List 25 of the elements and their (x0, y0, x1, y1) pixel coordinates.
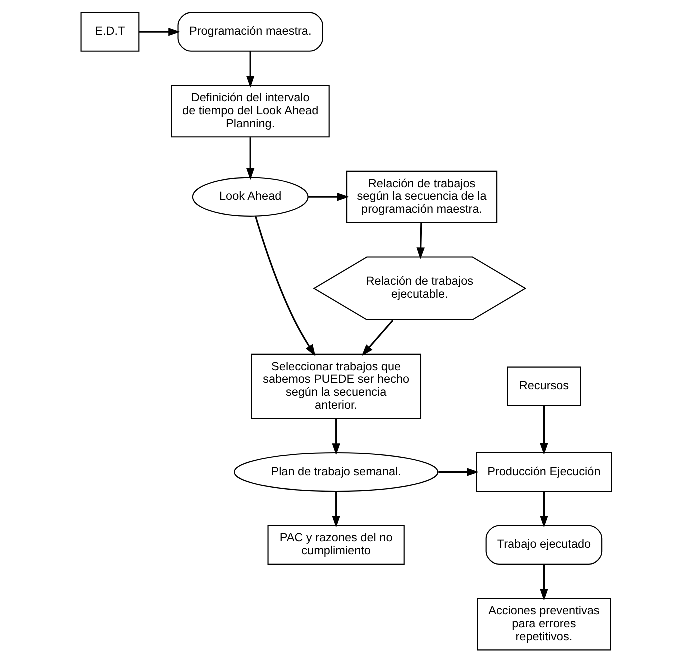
node-box: Acciones preventivas para errores repetitivos. (476, 598, 611, 651)
node-box: E.D.T (80, 12, 140, 52)
arrow (308, 193, 349, 202)
node-ellipse: Plan de trabajo semanal. (233, 452, 438, 492)
arrow (540, 564, 548, 601)
arrow (416, 223, 424, 260)
arrow (138, 28, 180, 36)
arrow (540, 406, 548, 456)
node-box: Recursos (506, 366, 581, 406)
arrow (246, 138, 254, 180)
node-box: Producción Ejecución (476, 452, 612, 492)
arrow (438, 468, 479, 476)
node-box: Definición del intervalo de tiempo del Look Ahead Planning. (170, 85, 330, 138)
arrow (246, 51, 254, 88)
node-box: Trabajo ejecutado (485, 525, 602, 565)
node-box: Relación de trabajos según la secuencia de la programación maestra. (346, 170, 498, 224)
arrow (332, 492, 340, 528)
arrow (254, 216, 316, 356)
arrow (361, 320, 394, 356)
node-box: PAC y razones del no cumplimiento (267, 525, 404, 565)
arrow (540, 492, 548, 528)
arrow (332, 418, 340, 456)
node-box: Programación maestra. (177, 12, 323, 52)
node-ellipse: Look Ahead (192, 177, 308, 217)
node-box: Seleccionar trabajos que sabemos PUEDE ser hecho según la secuencia anterior. (250, 354, 422, 420)
